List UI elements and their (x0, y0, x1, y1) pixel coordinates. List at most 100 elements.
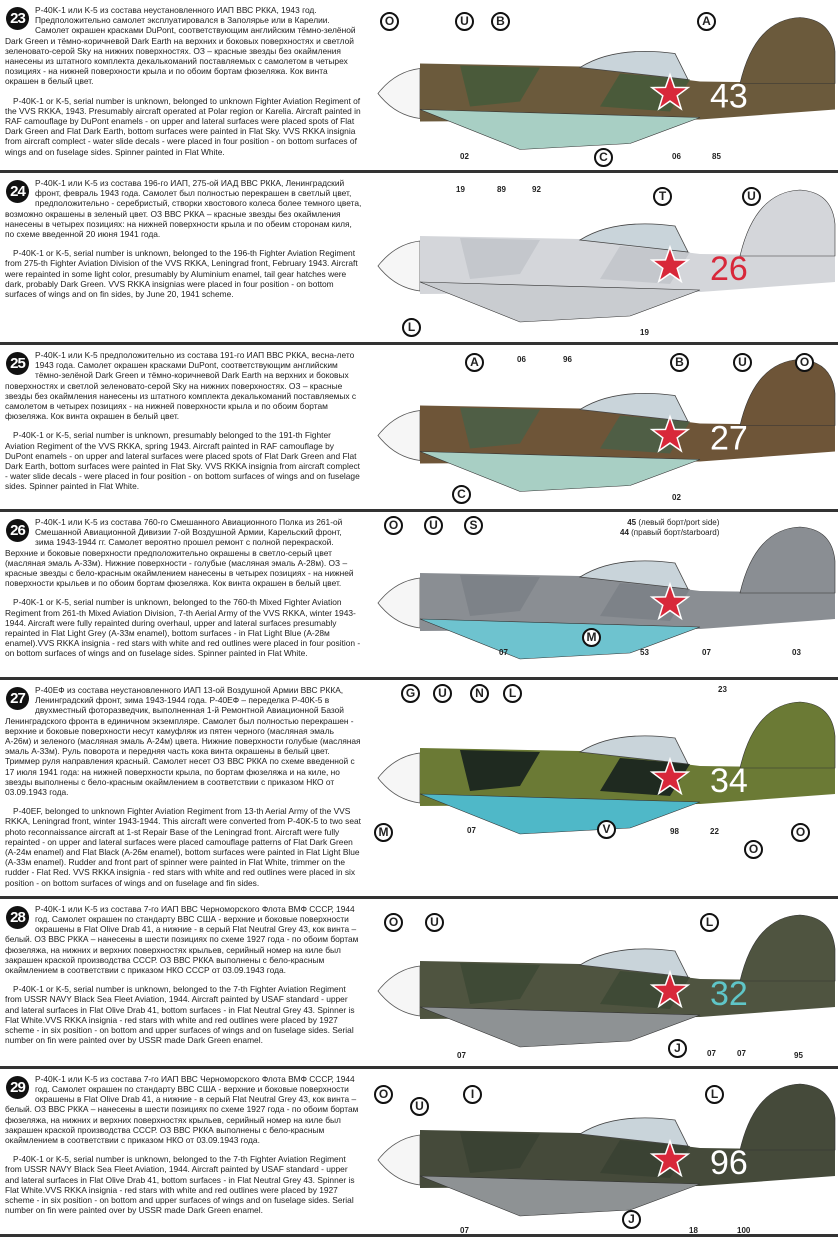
callout-o: O (384, 912, 403, 932)
canopy (578, 735, 689, 765)
description-english: P-40K-1 or K-5, serial number is unknown… (5, 95, 361, 157)
decal-number-label: 02 (460, 152, 469, 161)
description-block: 27 P-40EФ из состава неустановленного ИА… (0, 680, 362, 896)
decal-number-label: 07 (707, 1048, 716, 1058)
decal-number-label: 07 (457, 1050, 466, 1060)
fuselage-number: 26 (710, 250, 748, 288)
fuselage-number: 34 (710, 762, 748, 800)
description-russian: P-40K-1 или K-5 из состава 7-го ИАП ВВС … (5, 1073, 359, 1146)
decal-number-label: 19 (456, 185, 465, 194)
callout-o: O (380, 12, 399, 31)
camouflage-patch (460, 575, 690, 621)
aircraft-profile-drawing: 26 (377, 189, 836, 323)
callout-n: N (470, 684, 489, 703)
decal-number-label: 07 (499, 648, 508, 657)
canopy (578, 560, 689, 590)
aircraft-profile-drawing: 27 (377, 359, 836, 492)
tail-fin (739, 189, 836, 257)
decal-number-label: 89 (497, 185, 506, 194)
profile-number-badge: 23 (6, 7, 29, 30)
decal-number-label: 07 (460, 1225, 469, 1235)
callout-l: L (402, 318, 421, 337)
tail-fin (739, 359, 836, 426)
aircraft-section-29: 96 29 P-40K-1 или K-5 из состава 7-го ИА… (0, 1069, 838, 1237)
fuselage-number: 32 (710, 975, 748, 1013)
aircraft-profile-drawing (377, 526, 836, 660)
red-star-insignia (649, 581, 691, 621)
description-russian: P-40K-1 или K-5 предположительно из сост… (5, 350, 357, 422)
description-english: P-40K-1 or K-5, serial number is unknown… (5, 1154, 355, 1216)
decal-number-label: 07 (702, 648, 711, 657)
description-russian: P-40K-1 или K-5 из состава неустановленн… (5, 5, 356, 87)
profile-number-badge: 26 (6, 519, 29, 542)
camouflage-patch (460, 962, 690, 1009)
aircraft-section-25: 27 25 P-40K-1 или K-5 предположительно и… (0, 345, 838, 512)
description-russian: P-40EФ из состава неустановленного ИАП 1… (5, 685, 361, 798)
description-block: 29 P-40K-1 или K-5 из состава 7-го ИАП В… (0, 1069, 362, 1224)
description-english: P-40K-1 or K-5, serial number is unknown… (5, 430, 360, 492)
underside-wing (419, 109, 701, 150)
spinner (377, 752, 421, 804)
aircraft-section-26: 26 P-40K-1 или K-5 из состава 760-го Сме… (0, 512, 838, 680)
callout-m: M (582, 628, 601, 647)
underside-wing (419, 1006, 701, 1048)
canopy (578, 1117, 689, 1147)
canopy (578, 948, 689, 978)
decal-number-label: 18 (689, 1225, 698, 1235)
canopy (578, 51, 689, 80)
spinner (377, 240, 421, 292)
description-russian: P-40K-1 или K-5 из состава 7-го ИАП ВВС … (5, 903, 359, 976)
callout-b: B (670, 353, 689, 372)
decal-number-label: 03 (792, 648, 801, 657)
callout-o: O (744, 840, 763, 859)
callout-j: J (622, 1209, 641, 1229)
callout-l: L (503, 684, 522, 703)
description-russian: P-40K-1 или K-5 из состава 196-го ИАП, 2… (5, 178, 362, 240)
callout-m: M (374, 823, 393, 842)
decal-number-label: 100 (737, 1225, 751, 1235)
decal-number-label: 22 (710, 827, 719, 836)
decal-number-label: 19 (640, 328, 649, 337)
underside-wing (419, 793, 701, 835)
callout-o: O (374, 1084, 393, 1104)
profile-number-badge: 25 (6, 352, 29, 375)
decal-number-label: 06 (517, 355, 526, 364)
aircraft-profile-drawing: 32 (377, 914, 836, 1048)
aircraft-section-28: 32 28 P-40K-1 или K-5 из состава 7-го ИА… (0, 899, 838, 1069)
decal-number-label: 06 (672, 152, 681, 161)
callout-t: T (653, 187, 672, 206)
callout-u: U (433, 684, 452, 703)
decal-number-label: 53 (640, 648, 649, 657)
callout-u: U (455, 12, 474, 31)
description-russian: P-40K-1 или K-5 из состава 760-го Смешан… (5, 517, 354, 589)
decal-number-label: 98 (670, 827, 679, 836)
decal-number-label: 07 (467, 826, 476, 835)
spinner (377, 965, 421, 1017)
underside-wing (419, 451, 701, 492)
tail-fin (739, 526, 836, 594)
description-english: P-40K-1 or K-5, serial number is unknown… (5, 597, 361, 659)
profile-number-badge: 28 (6, 905, 29, 929)
callout-c: C (594, 148, 613, 167)
description-english: P-40EF, belonged to unknown Fighter Avia… (5, 806, 361, 888)
description-block: 25 P-40K-1 или K-5 предположительно из с… (0, 345, 362, 500)
starboard-number: 44 (620, 528, 629, 537)
fuselage-number: 43 (710, 78, 748, 116)
aircraft-section-24: 26 24 P-40K-1 или K-5 из состава 196-го … (0, 173, 838, 345)
underside-wing (419, 281, 701, 323)
description-english: P-40K-1 or K-5, serial number is unknown… (5, 248, 358, 300)
red-star-insignia (649, 1138, 691, 1178)
callout-o: O (791, 823, 810, 842)
camouflage-patch (460, 750, 690, 796)
callout-u: U (424, 516, 443, 535)
fin-number-note: 45 (левый борт/port side)44 (правый борт… (620, 518, 719, 538)
decal-number-label: 95 (794, 1050, 803, 1060)
port-number: 45 (627, 518, 637, 527)
spinner (377, 577, 421, 629)
camouflage-patch (460, 1131, 690, 1178)
canopy (578, 393, 689, 422)
spinner (377, 410, 421, 461)
callout-u: U (742, 187, 761, 206)
red-star-insignia (649, 969, 691, 1009)
